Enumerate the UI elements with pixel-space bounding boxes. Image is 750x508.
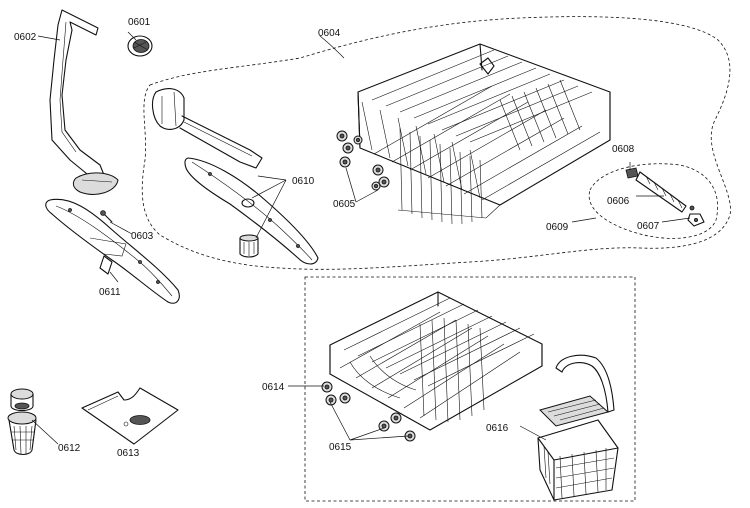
lower-spray-arm: [45, 198, 180, 304]
label-0613: 0613: [117, 448, 140, 459]
lower-rack-group-boundary: [304, 276, 636, 502]
label-0614: 0614: [262, 382, 285, 393]
leader-lines: [31, 31, 691, 445]
lower-basket: [329, 291, 543, 431]
label-0604: 0604: [318, 28, 341, 39]
label-0603: 0603: [131, 231, 154, 242]
lower-basket-wire-grid: [339, 297, 535, 423]
label-0601: 0601: [128, 17, 151, 28]
spray-arm-nut: [239, 234, 259, 258]
upper-basket: [357, 43, 611, 225]
label-0605: 0605: [333, 199, 356, 210]
drain-filter: [7, 388, 37, 456]
label-0606: 0606: [607, 196, 630, 207]
label-0615: 0615: [329, 442, 352, 453]
upper-basket-wire-grid: [361, 49, 601, 225]
spray-arm-filter-cap: [127, 35, 153, 57]
upper-rack-rollers: [336, 130, 390, 191]
upper-spray-supply-tube: [49, 9, 119, 195]
label-0612: 0612: [58, 443, 81, 454]
label-0602: 0602: [14, 32, 37, 43]
cutlery-basket: [537, 354, 619, 501]
lower-rack-rollers: [321, 381, 416, 442]
label-0610: 0610: [292, 176, 315, 187]
label-0608: 0608: [612, 144, 635, 155]
rack-adjuster-parts: [588, 163, 719, 239]
filter-plate: [81, 387, 179, 445]
label-0611: 0611: [99, 287, 121, 298]
label-0609: 0609: [546, 222, 569, 233]
label-0607: 0607: [637, 221, 660, 232]
middle-spray-arm-assembly: [151, 88, 319, 265]
screw: [100, 210, 113, 223]
label-0616: 0616: [486, 423, 509, 434]
